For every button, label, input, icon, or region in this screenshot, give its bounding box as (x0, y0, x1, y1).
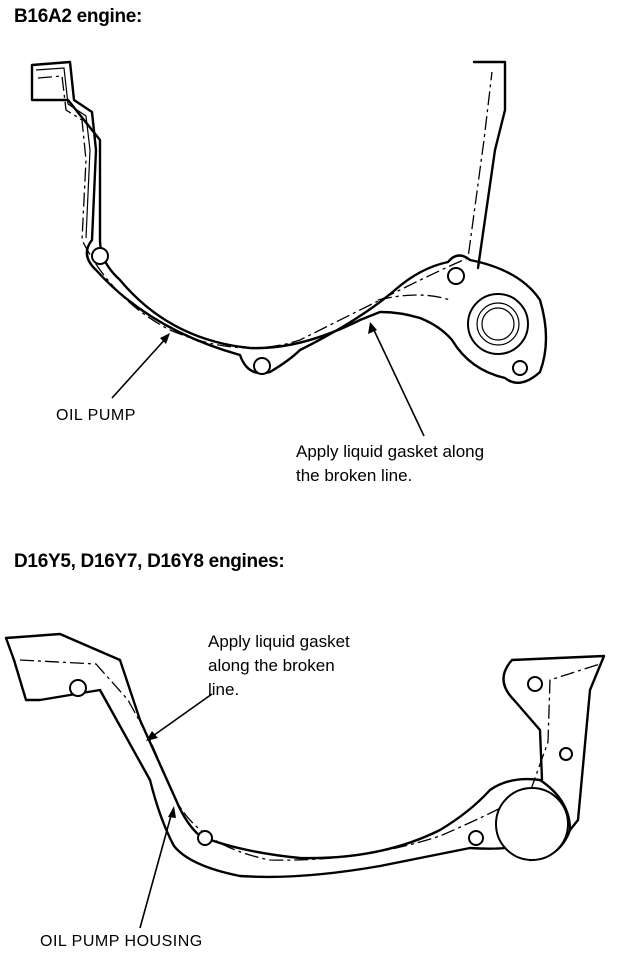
callout-liquid-gasket-2-line2: along the broken (208, 656, 335, 675)
bolt-hole (512, 360, 528, 376)
d16y-leader-oil-pump-housing (139, 806, 176, 929)
d16y-leader-liquid-gasket (146, 693, 213, 741)
bolt-hole (253, 357, 271, 375)
section-title-b16a2: B16A2 engine: (14, 6, 143, 27)
d16y-oil-pump-housing-gasket (4, 632, 606, 879)
bolt-hole (69, 679, 87, 697)
bolt-hole (447, 267, 465, 285)
callout-liquid-gasket-line1: Apply liquid gasket along (296, 442, 485, 461)
section-title-d16y: D16Y5, D16Y7, D16Y8 engines: (14, 551, 285, 572)
bolt-hole (91, 247, 109, 265)
b16a2-leader-oil-pump (111, 333, 170, 399)
callout-oil-pump-housing: OIL PUMP HOUSING (40, 933, 203, 950)
bolt-hole (559, 747, 573, 761)
bolt-hole (527, 676, 543, 692)
bolt-hole (468, 830, 484, 846)
b16a2-leader-liquid-gasket (368, 322, 425, 437)
b16a2-oil-pump-gasket (30, 60, 548, 384)
callout-liquid-gasket-2-line1: Apply liquid gasket (208, 632, 350, 651)
crankshaft-opening (495, 787, 569, 861)
callout-liquid-gasket-2-line3: line. (208, 680, 240, 699)
callout-liquid-gasket-line2: the broken line. (296, 466, 413, 485)
bolt-hole (197, 830, 213, 846)
callout-oil-pump: OIL PUMP (56, 407, 136, 424)
